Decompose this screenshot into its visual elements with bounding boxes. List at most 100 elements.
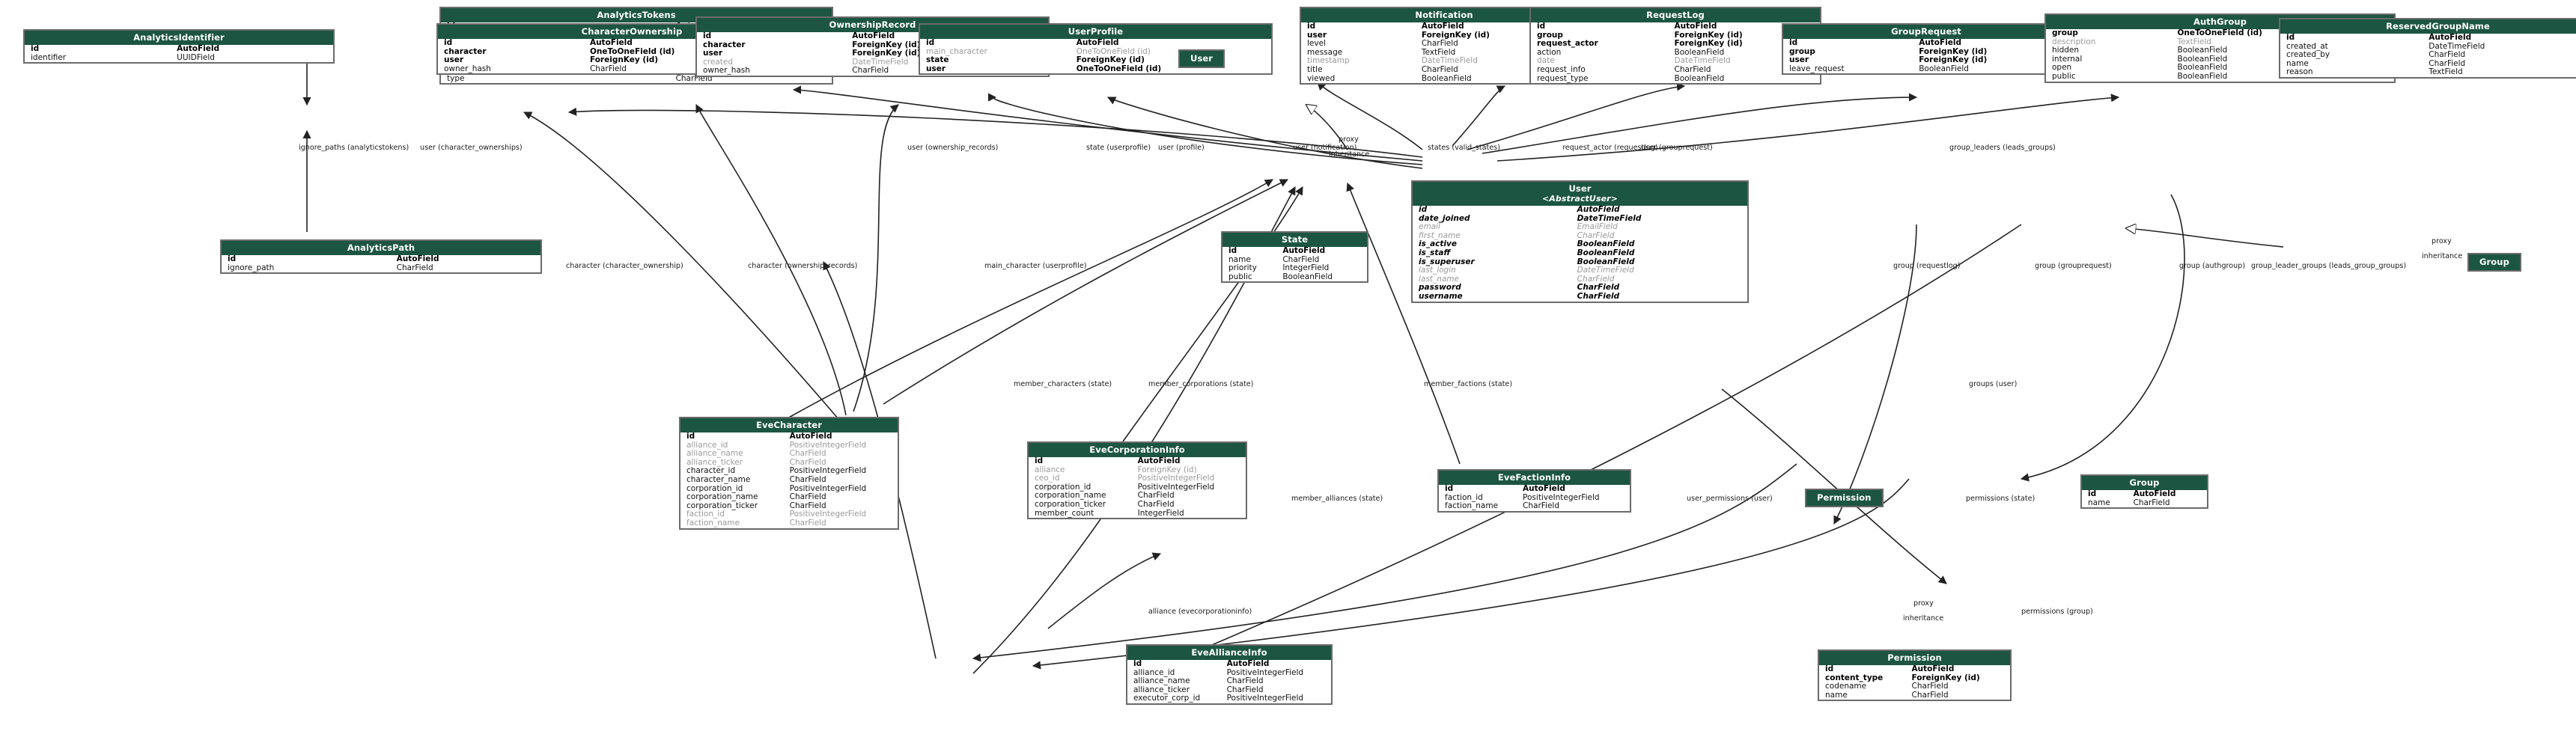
field-type: AutoField [1523, 484, 1565, 493]
field-type: CharField [1282, 254, 1320, 264]
field-type: BooleanField [1577, 248, 1635, 257]
field-name: id [1133, 659, 1142, 668]
field-type: CharField [1137, 499, 1175, 509]
edge-label-l26: member_alliances (state) [1291, 495, 1383, 503]
field-type: UUIDField [177, 52, 215, 62]
field-type: AutoField [2133, 489, 2176, 498]
edge-label-l9: states (valid_states) [1428, 144, 1500, 152]
field-name: action [1537, 47, 1562, 57]
field-type: AutoField [589, 38, 633, 47]
field-type: DateTimeField [2429, 41, 2485, 51]
field-type: CharField [789, 501, 826, 510]
field-name: id [1825, 664, 1834, 673]
field-type: CharField [852, 66, 889, 76]
field-name: id [1419, 205, 1428, 214]
field-name: first_name [1419, 230, 1461, 240]
field-name: alliance_id [686, 440, 728, 450]
field-type: CharField [1137, 491, 1175, 501]
field-name: executor_corp_id [1133, 694, 1201, 703]
field-name: corporation_id [1035, 482, 1091, 492]
field-name: message [1307, 47, 1343, 57]
field-name: corporation_name [686, 492, 758, 502]
field-type: BooleanField [2177, 46, 2228, 55]
field-name: description [2052, 37, 2096, 46]
entity-group_far[interactable]: Group [2467, 253, 2521, 272]
field-name: viewed [1307, 73, 1336, 83]
field-type: CharField [1674, 64, 1711, 74]
edge-label-l22: member_characters (state) [1014, 380, 1112, 388]
entity-title: EveFactionInfo [1439, 471, 1630, 485]
entity-title: Group [2082, 476, 2207, 490]
field-type: EmailField [1577, 222, 1618, 232]
field-type: CharField [1577, 274, 1615, 284]
field-type: AutoField [396, 254, 439, 263]
edge-label-l28: permissions (state) [1966, 495, 2035, 503]
entity-title: Group [2469, 254, 2520, 270]
field-type: DateTimeField [1421, 56, 1478, 66]
edge-label-l23: member_corporations (state) [1148, 380, 1254, 388]
field-type: CharField [1226, 685, 1264, 694]
entity-title: User [1180, 51, 1224, 67]
field-name: open [2052, 63, 2072, 73]
entity-user_small[interactable]: User [1178, 49, 1225, 68]
field-type: ForeignKey (id) [589, 55, 659, 65]
field-type: OneToOneField (id) [2177, 28, 2262, 37]
edge-label-l5: user (profile) [1158, 144, 1205, 152]
field-name: name [2088, 498, 2110, 507]
field-name: ignore_path [228, 263, 275, 272]
entity-title: Notification [1301, 8, 1587, 22]
field-name: owner_hash [703, 66, 750, 76]
field-type: AutoField [2429, 33, 2472, 42]
field-name: id [1035, 456, 1044, 465]
field-name: character_id [686, 466, 736, 476]
field-name: user [1789, 55, 1809, 65]
entity-subtitle: <AbstractUser> [1541, 194, 1619, 204]
field-name: character [703, 40, 746, 49]
field-type: AutoField [1919, 38, 1962, 47]
entity-permission_small[interactable]: Permission [1805, 489, 1884, 507]
field-name: id [1789, 38, 1798, 47]
